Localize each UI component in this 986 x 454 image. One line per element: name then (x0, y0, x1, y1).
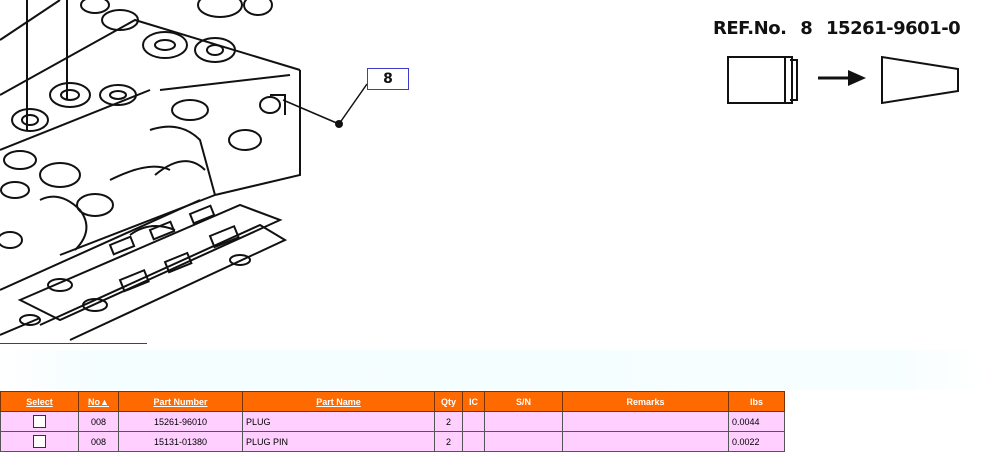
header-ic: IC (462, 391, 485, 412)
header-no[interactable]: No▲ (78, 391, 119, 412)
part-name-cell: PLUG PIN (242, 431, 435, 452)
table-header-row: Select No▲ Part Number Part Name Qty IC … (0, 391, 785, 412)
reference-number-caption: REF.No. 8 15261-9601-0 (713, 18, 968, 39)
part-number-cell: 15131-01380 (118, 431, 243, 452)
header-remarks: Remarks (562, 391, 729, 412)
ic-cell (462, 431, 485, 452)
lbs-cell: 0.0022 (728, 431, 785, 452)
qty-cell: 2 (434, 431, 463, 452)
header-part-number[interactable]: Part Number (118, 391, 243, 412)
header-lbs: lbs (728, 391, 785, 412)
header-qty: Qty (434, 391, 463, 412)
background-band (0, 350, 986, 390)
ref-label: REF.No. (713, 18, 787, 39)
sn-cell (484, 431, 563, 452)
no-cell: 008 (78, 411, 119, 432)
select-cell (0, 411, 79, 432)
callout-8[interactable]: 8 (367, 68, 409, 90)
select-checkbox[interactable] (33, 435, 46, 448)
remarks-cell (562, 431, 729, 452)
exploded-parts-diagram: 8 REF.No. 8 15261-9601-0 (0, 0, 968, 341)
select-checkbox[interactable] (33, 415, 46, 428)
table-row: 008 15131-01380 PLUG PIN 2 0.0022 (0, 431, 785, 452)
header-select[interactable]: Select (0, 391, 79, 412)
qty-cell: 2 (434, 411, 463, 432)
part-number-cell: 15261-96010 (118, 411, 243, 432)
parts-table: Select No▲ Part Number Part Name Qty IC … (0, 391, 785, 452)
sn-cell (484, 411, 563, 432)
ic-cell (462, 411, 485, 432)
cylinder-head-drawing (0, 0, 959, 341)
no-cell: 008 (78, 431, 119, 452)
header-part-name[interactable]: Part Name (242, 391, 435, 412)
header-sn: S/N (484, 391, 563, 412)
select-cell (0, 431, 79, 452)
divider (0, 343, 147, 344)
part-name-cell: PLUG (242, 411, 435, 432)
lbs-cell: 0.0044 (728, 411, 785, 432)
remarks-cell (562, 411, 729, 432)
table-row: 008 15261-96010 PLUG 2 0.0044 (0, 411, 785, 432)
ref-number: 8 (800, 18, 813, 39)
ref-part: 15261-9601-0 (826, 18, 961, 39)
